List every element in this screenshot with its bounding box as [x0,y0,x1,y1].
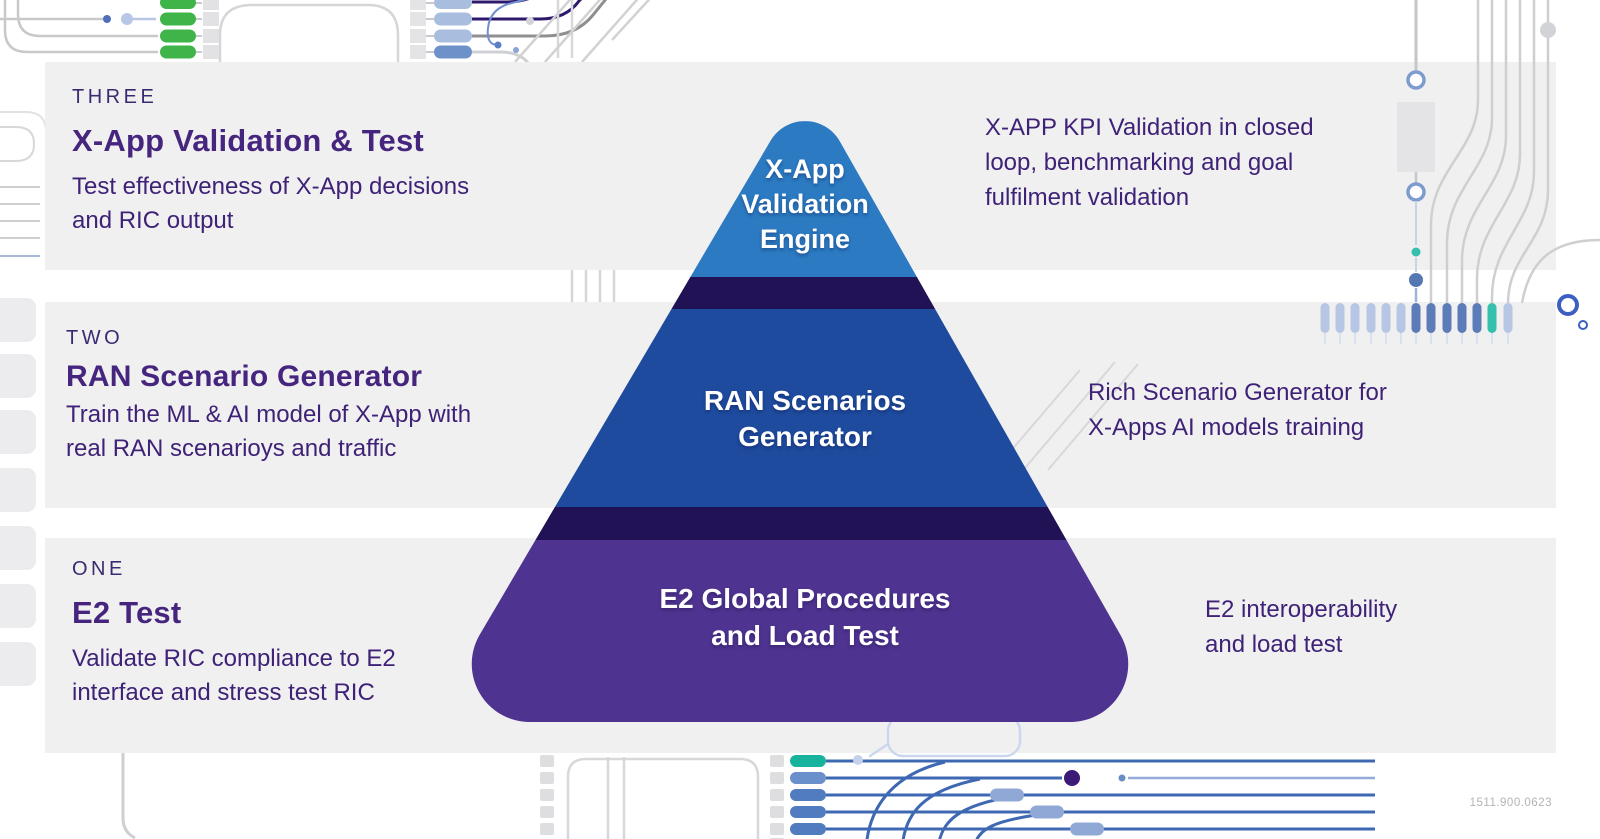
section-two-description: Train the ML & AI model of X-App with re… [66,401,472,462]
bottom-vertical-stubs [606,757,626,839]
hollow-ring [1406,70,1426,90]
hollow-ring [1406,182,1426,202]
section-two-title: RAN Scenario Generator [66,360,423,393]
section-one: ONE E2 Test Validate RIC compliance to E… [72,558,612,710]
bottom-chip-outline [566,757,760,839]
bottom-left-vertical-trace [121,753,136,839]
section-three-number: THREE [72,86,158,108]
band2-diagonals [1009,361,1139,471]
section-three-title: X-App Validation & Test [72,123,424,158]
note-three: X-APP KPI Validation in closed loop, ben… [985,114,1314,211]
section-two: TWO RAN Scenario Generator Train the ML … [66,327,606,466]
right-pill-tails [1324,333,1509,344]
blue-dot [1409,273,1423,287]
gap-vertical-stubs [570,264,616,305]
circuit-topleft-traces [0,0,400,70]
section-one-number: ONE [72,558,126,580]
pyramid-label-middle: RAN Scenarios Generator [703,385,907,452]
right-column-circuit [1397,0,1435,302]
teal-dot [1411,247,1421,257]
left-edge-pads [0,298,36,686]
pyramid-level-bottom [471,540,1129,722]
light-node-dot [853,755,863,765]
footer-code: 1511.900.0623 [1469,797,1552,809]
pyramid-label-bottom: E2 Global Procedures and Load Test [659,583,951,651]
resistor-pad [1397,102,1435,172]
circuit-topcenter-traces [472,0,651,65]
green-pill-connectors [160,0,219,59]
trace-capsules [990,788,1104,836]
section-three: THREE X-App Validation & Test Test effec… [72,86,612,238]
lightblue-node-dot [121,13,133,25]
note-two: Rich Scenario Generator for X-Apps AI mo… [1088,379,1387,441]
blue-node-dot [103,15,111,23]
section-one-description: Validate RIC compliance to E2 interface … [72,645,396,706]
right-pill-row [1320,303,1513,333]
gray-node-dot [1540,22,1556,38]
bottom-chip-pins [540,755,784,839]
mini-node-dot [526,17,534,25]
right-s-curves [1429,0,1600,304]
purple-terminal-dot [1064,770,1080,786]
pyramid-separator-1 [471,277,1129,309]
note-one: E2 interoperability and load test [1205,596,1398,658]
small-blue-dot [1118,774,1126,782]
blue-pill-connectors [410,0,472,59]
pyramid-separator-2 [471,507,1129,540]
section-three-description: Test effectiveness of X-App decisions an… [72,173,470,234]
blue-ring [1557,294,1579,316]
small-blue-ring [1578,320,1588,330]
mini-node-dot [494,41,502,49]
pyramid-label-top: X-App Validation Engine [741,154,869,254]
section-two-number: TWO [66,327,124,349]
mini-node-dot [513,47,519,53]
section-one-title: E2 Test [72,595,182,630]
